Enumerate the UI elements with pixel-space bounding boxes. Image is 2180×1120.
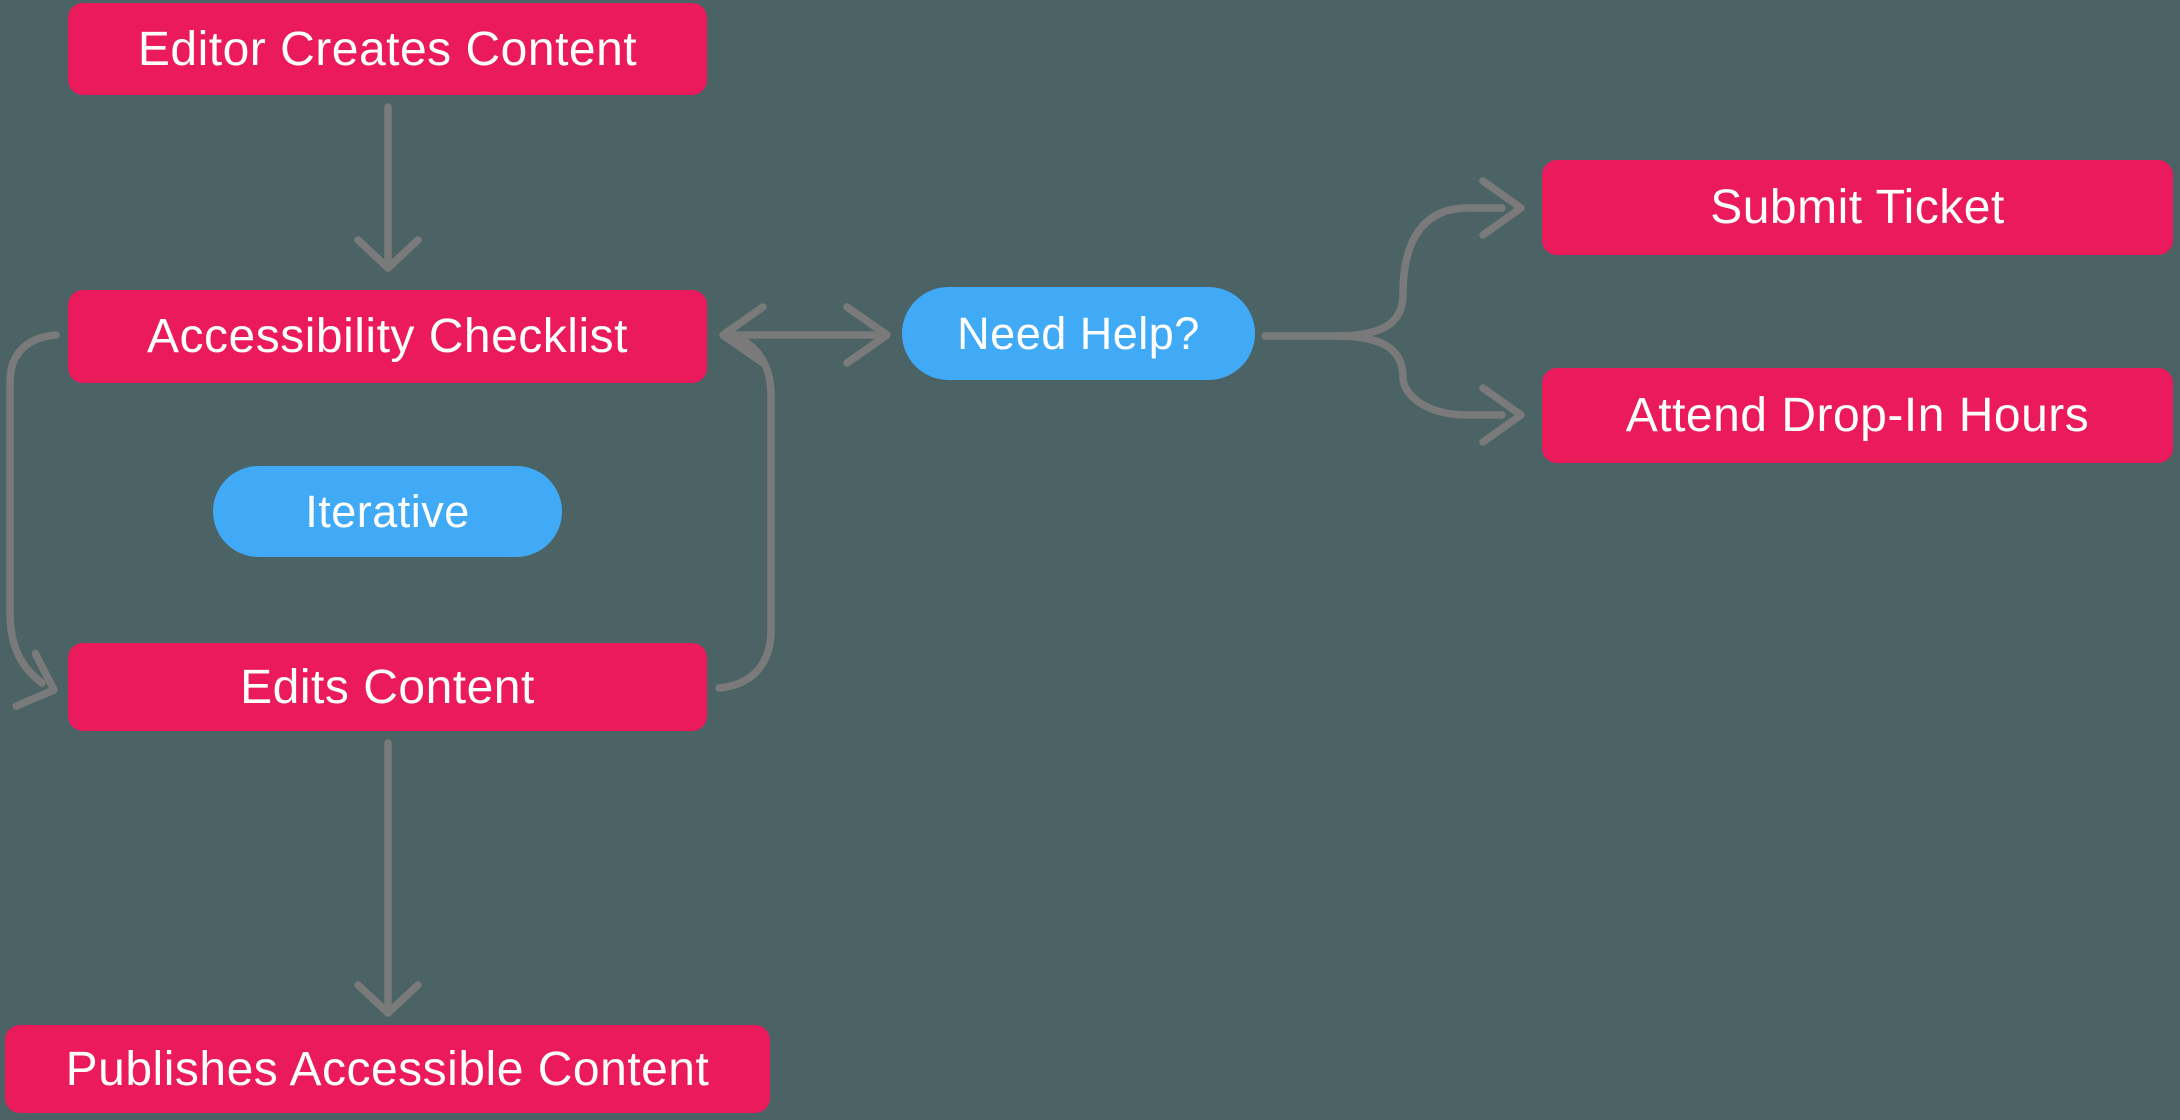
arrowhead-needhelp-to-submit <box>1479 177 1525 239</box>
connector-edits-to-junction-right-loop <box>715 334 775 692</box>
node-accessibility-checklist[interactable]: Accessibility Checklist <box>68 290 707 383</box>
node-label: Submit Ticket <box>1710 181 2005 234</box>
node-publishes-accessible-content[interactable]: Publishes Accessible Content <box>5 1025 770 1113</box>
node-iterative-label[interactable]: Iterative <box>213 466 562 557</box>
node-submit-ticket[interactable]: Submit Ticket <box>1542 160 2173 255</box>
node-editor-creates-content[interactable]: Editor Creates Content <box>68 3 707 95</box>
arrowhead-edits-to-publishes <box>354 981 422 1017</box>
node-label: Iterative <box>305 485 470 537</box>
node-label: Edits Content <box>240 660 535 714</box>
arrowhead-editor-to-checklist <box>354 236 422 272</box>
node-label: Accessibility Checklist <box>147 310 628 363</box>
arrowhead-into-needhelp <box>843 303 891 367</box>
node-edits-content[interactable]: Edits Content <box>68 643 707 731</box>
node-label: Publishes Accessible Content <box>65 1042 710 1096</box>
arrowhead-checklist-to-edits <box>12 649 58 710</box>
connector-needhelp-to-dropin <box>1331 332 1506 419</box>
node-label: Attend Drop-In Hours <box>1625 389 2090 442</box>
connector-needhelp-to-submit <box>1261 204 1506 340</box>
arrowhead-needhelp-to-dropin <box>1479 384 1525 446</box>
node-need-help[interactable]: Need Help? <box>902 287 1255 380</box>
connector-checklist-to-edits-left-loop <box>6 331 60 687</box>
arrowhead-into-checklist <box>719 303 767 367</box>
node-label: Need Help? <box>957 307 1200 359</box>
node-label: Editor Creates Content <box>137 22 638 76</box>
node-attend-drop-in-hours[interactable]: Attend Drop-In Hours <box>1542 368 2173 463</box>
